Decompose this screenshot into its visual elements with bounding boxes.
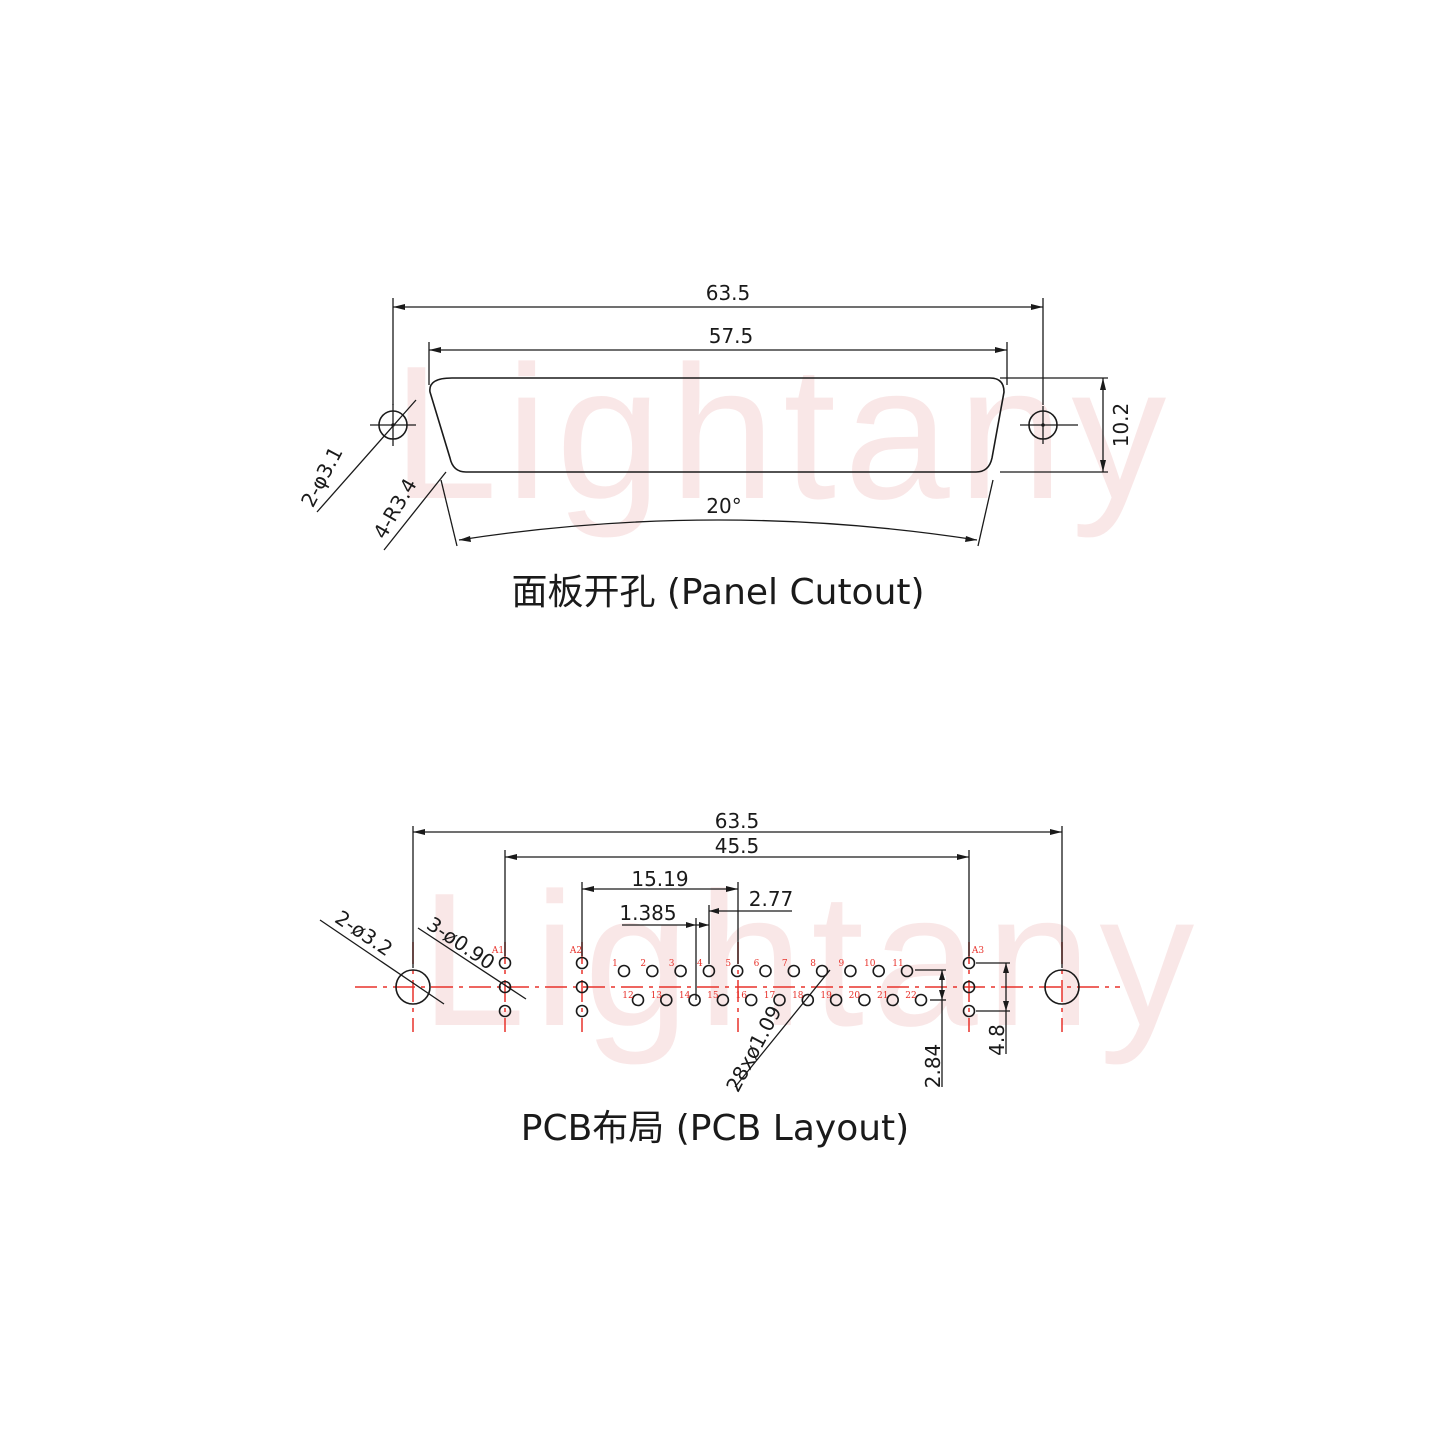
label-a3: A3: [971, 946, 984, 956]
pin-top-1: [617, 964, 631, 978]
watermark-top: Lightany: [392, 327, 1174, 539]
pin-bottom-17: [773, 993, 786, 1007]
pcb-dim-mount: 2-ø3.2: [331, 905, 397, 961]
pin-bottom-20: [858, 993, 871, 1007]
pin-top-label: 10: [864, 959, 876, 969]
pcb-mount-hole-left: [395, 969, 431, 1005]
label-a2: A2: [569, 946, 582, 956]
pin-bottom-19: [829, 993, 843, 1007]
pin-top-8: [815, 964, 829, 978]
pin-bottom-label: 22: [905, 991, 916, 1001]
pin-top-label: 9: [839, 959, 845, 969]
pcb-dim-a-span: 4.8: [985, 1024, 1009, 1056]
pin-top-9: [844, 964, 857, 978]
pin-top-2: [645, 964, 659, 978]
panel-cutout-drawing: 63.5 57.5 10.2 20° 2-φ3.1 4-R3.4 面板开孔 (P…: [296, 281, 1133, 613]
pin-top-label: 4: [697, 959, 703, 969]
pcb-dim-15-19: 15.19: [631, 867, 688, 891]
pcb-dim-row: 2.84: [921, 1044, 945, 1089]
pcb-a-holes: A1 A2 A3: [491, 946, 984, 1018]
pin-bottom-label: 14: [679, 991, 691, 1001]
panel-dim-holes: 2-φ3.1: [296, 442, 348, 511]
watermark-bottom: Lightany: [420, 854, 1202, 1066]
panel-dim-height: 10.2: [1109, 403, 1133, 448]
pin-bottom-label: 17: [764, 991, 776, 1001]
pcb-dim-1-385: 1.385: [619, 901, 676, 925]
pin-top-label: 11: [892, 959, 903, 969]
panel-cutout-outline: [429, 377, 1005, 473]
pin-bottom-16: [744, 993, 758, 1007]
pin-top-label: 5: [725, 959, 731, 969]
pin-bottom-label: 15: [707, 991, 719, 1001]
pcb-dim-overall: 63.5: [715, 809, 760, 833]
pin-bottom-label: 16: [735, 991, 747, 1001]
pin-bottom-13: [659, 993, 673, 1007]
pin-top-5: [730, 964, 744, 978]
pin-top-10: [872, 964, 886, 978]
pcb-dim-a-pitch: 45.5: [715, 834, 760, 858]
pin-top-label: 1: [612, 959, 618, 969]
pin-top-label: 7: [782, 959, 788, 969]
pin-bottom-15: [716, 993, 730, 1007]
pin-top-label: 6: [754, 959, 760, 969]
pin-top-11: [900, 964, 914, 978]
pin-top-6: [759, 964, 772, 978]
pin-bottom-14: [688, 993, 701, 1007]
pin-bottom-label: 13: [651, 991, 663, 1001]
pin-bottom-label: 19: [820, 991, 832, 1001]
pcb-dim-2-77: 2.77: [749, 887, 794, 911]
pin-bottom-12: [631, 993, 645, 1007]
pin-top-label: 2: [640, 959, 646, 969]
pin-bottom-18: [801, 993, 815, 1007]
panel-dim-overall: 63.5: [706, 281, 751, 305]
pcb-caption: PCB布局 (PCB Layout): [521, 1108, 909, 1149]
pin-bottom-21: [886, 993, 900, 1007]
pin-top-7: [787, 964, 801, 978]
pin-top-label: 8: [810, 959, 816, 969]
panel-caption: 面板开孔 (Panel Cutout): [511, 572, 924, 613]
pin-top-3: [674, 964, 687, 978]
pin-top-4: [702, 964, 716, 978]
pin-bottom-label: 12: [622, 991, 633, 1001]
pin-bottom-22: [914, 993, 928, 1007]
pin-bottom-label: 20: [849, 991, 861, 1001]
panel-dim-angle: 20°: [706, 494, 741, 518]
pin-top-label: 3: [669, 959, 675, 969]
label-a1: A1: [491, 946, 504, 956]
panel-dim-opening: 57.5: [709, 324, 754, 348]
pcb-mount-hole-right: [1044, 969, 1080, 1005]
pin-bottom-label: 18: [792, 991, 804, 1001]
pin-bottom-label: 21: [877, 991, 888, 1001]
